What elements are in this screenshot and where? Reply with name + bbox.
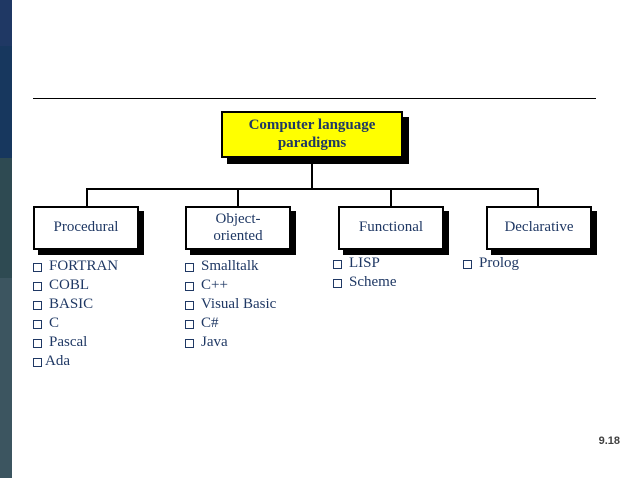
connector-title-stem	[311, 158, 313, 189]
list-item-label: FORTRAN	[49, 258, 119, 274]
category-label-object-oriented-line2: oriented	[213, 228, 263, 244]
category-node-object-oriented: Object- oriented	[185, 206, 291, 250]
list-item: Java	[185, 334, 276, 351]
accent-segment-teal	[0, 158, 12, 278]
list-item-label: C++	[201, 277, 228, 293]
square-bullet-icon	[33, 263, 42, 272]
root-node-label-line1: Computer language	[248, 117, 376, 134]
square-bullet-icon	[463, 260, 472, 269]
square-bullet-icon	[33, 358, 42, 367]
square-bullet-icon	[185, 339, 194, 348]
list-item: LISP	[333, 255, 396, 272]
category-label-object-oriented-line1: Object-	[215, 210, 261, 227]
root-node-label-line2: paradigms	[277, 134, 347, 151]
list-item: C	[33, 315, 118, 332]
connector-drop-declarative	[537, 188, 539, 207]
square-bullet-icon	[185, 301, 194, 310]
connector-drop-procedural	[86, 188, 88, 207]
square-bullet-icon	[33, 339, 42, 348]
list-item: C++	[185, 277, 276, 294]
list-item: Visual Basic	[185, 296, 276, 313]
list-item-label: BASIC	[49, 296, 94, 312]
list-item: FORTRAN	[33, 258, 118, 275]
list-item: COBL	[33, 277, 118, 294]
connector-drop-functional	[390, 188, 392, 207]
square-bullet-icon	[185, 282, 194, 291]
connector-drop-object-oriented	[237, 188, 239, 207]
list-item-label: Pascal	[49, 334, 88, 350]
category-label-functional: Functional	[358, 219, 424, 236]
list-item: Smalltalk	[185, 258, 276, 275]
header-divider-rule	[33, 98, 596, 99]
language-list-object-oriented: Smalltalk C++ Visual Basic C# Java	[185, 258, 276, 353]
list-item-label: COBL	[49, 277, 90, 293]
accent-segment-steel	[0, 278, 12, 478]
list-item-label: Ada	[45, 353, 70, 369]
language-list-functional: LISP Scheme	[333, 255, 396, 293]
list-item-label: Java	[201, 334, 228, 350]
accent-segment-dark	[0, 46, 12, 158]
list-item: BASIC	[33, 296, 118, 313]
list-item: Pascal	[33, 334, 118, 351]
list-item-label: C#	[201, 315, 219, 331]
square-bullet-icon	[333, 260, 342, 269]
accent-segment-navy-top	[0, 0, 12, 46]
list-item: Scheme	[333, 274, 396, 291]
left-accent-bar	[0, 0, 12, 478]
list-item: Ada	[33, 353, 118, 370]
language-list-procedural: FORTRAN COBL BASIC C Pascal Ada	[33, 258, 118, 372]
square-bullet-icon	[333, 279, 342, 288]
slide-number: 9.18	[598, 435, 620, 447]
root-node-computer-language-paradigms: Computer language paradigms	[221, 111, 403, 158]
category-node-procedural: Procedural	[33, 206, 139, 250]
square-bullet-icon	[33, 320, 42, 329]
list-item: C#	[185, 315, 276, 332]
list-item-label: Smalltalk	[201, 258, 259, 274]
square-bullet-icon	[33, 301, 42, 310]
category-label-declarative: Declarative	[504, 219, 574, 236]
list-item-label: Scheme	[349, 274, 397, 290]
list-item-label: Prolog	[479, 255, 520, 271]
list-item: Prolog	[463, 255, 519, 272]
connector-horizontal-bus	[86, 188, 539, 190]
category-node-functional: Functional	[338, 206, 444, 250]
list-item-label: Visual Basic	[201, 296, 277, 312]
square-bullet-icon	[185, 263, 194, 272]
list-item-label: LISP	[349, 255, 380, 271]
square-bullet-icon	[33, 282, 42, 291]
language-list-declarative: Prolog	[463, 255, 519, 274]
category-node-declarative: Declarative	[486, 206, 592, 250]
list-item-label: C	[49, 315, 60, 331]
square-bullet-icon	[185, 320, 194, 329]
category-label-procedural: Procedural	[53, 219, 119, 236]
